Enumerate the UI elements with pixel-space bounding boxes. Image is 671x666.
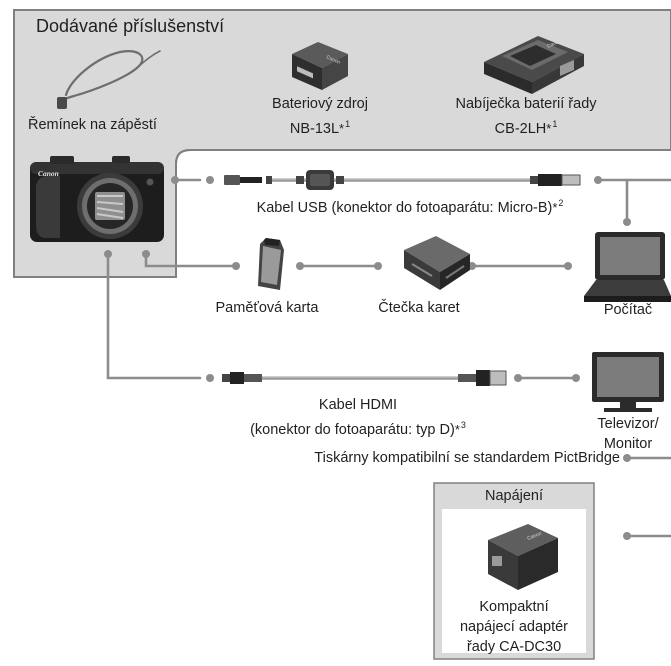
power-panel-title: Napájení xyxy=(484,488,544,504)
tv-label-line1: Televizor/ xyxy=(597,416,659,432)
memory-card-label: Paměťová karta xyxy=(215,300,319,316)
power-adapter-icon: Canon xyxy=(488,524,558,590)
computer-label: Počítač xyxy=(603,302,653,318)
hdmi-cable-label-line1: Kabel HDMI xyxy=(318,397,398,413)
svg-text:Canon: Canon xyxy=(546,38,562,50)
usb-cable-icon xyxy=(224,170,581,190)
hdmi-cable-label: Kabel HDMI (konektor do fotoaparátu: typ… xyxy=(208,395,508,440)
battery-charger-icon: Canon xyxy=(484,36,584,94)
tv-monitor-icon xyxy=(592,352,664,412)
card-reader-label: Čtečka karet xyxy=(378,300,460,316)
battery-label-line1: Bateriový zdroj xyxy=(272,96,368,112)
usb-cable-label-text: Kabel USB (konektor do fotoaparátu: Micr… xyxy=(256,200,553,216)
wrist-strap-label: Řemínek na zápěstí xyxy=(28,117,157,133)
tv-label-line2: Monitor xyxy=(603,436,653,452)
camera-icon: Canon xyxy=(30,156,164,242)
adapter-label-line1: Kompaktní xyxy=(479,599,549,615)
adapter-label-line3: řady CA-DC30 xyxy=(466,639,562,655)
battery-label-line2: NB-13L xyxy=(289,121,340,137)
tv-monitor-label: Televizor/ Monitor xyxy=(586,414,670,454)
battery-pack-icon: Canon xyxy=(292,42,348,90)
printers-label: Tiskárny kompatibilní se standardem Pict… xyxy=(314,450,620,466)
section-title: Dodávané příslušenství xyxy=(36,16,225,36)
camera-brand-label: Canon xyxy=(38,169,59,178)
battery-label: Bateriový zdroj NB-13L*1 xyxy=(255,94,385,139)
card-reader-icon xyxy=(404,236,470,290)
wrist-strap-icon xyxy=(57,50,161,109)
hdmi-cable-label-line2: (konektor do fotoaparátu: typ D) xyxy=(250,422,455,438)
adapter-label-line2: napájecí adaptér xyxy=(459,619,569,635)
connector-dots xyxy=(104,176,631,540)
hdmi-cable-icon xyxy=(222,370,507,386)
charger-footnote: 1 xyxy=(552,119,558,129)
battery-footnote: 1 xyxy=(345,119,351,129)
svg-text:Canon: Canon xyxy=(325,54,341,66)
usb-cable-label: Kabel USB (konektor do fotoaparátu: Micr… xyxy=(256,198,564,216)
charger-label-line2: CB-2LH xyxy=(494,121,547,137)
charger-label-line1: Nabíječka baterií řady xyxy=(455,96,597,112)
connection-frame xyxy=(175,149,671,165)
hdmi-footnote: 3 xyxy=(460,420,466,430)
usb-footnote: 2 xyxy=(558,198,564,208)
power-adapter-label: Kompaktní napájecí adaptér řady CA-DC30 xyxy=(442,597,586,657)
memory-card-icon xyxy=(258,238,284,290)
svg-text:Canon: Canon xyxy=(527,531,543,542)
charger-label: Nabíječka baterií řady CB-2LH*1 xyxy=(446,94,606,139)
computer-icon xyxy=(584,232,671,302)
